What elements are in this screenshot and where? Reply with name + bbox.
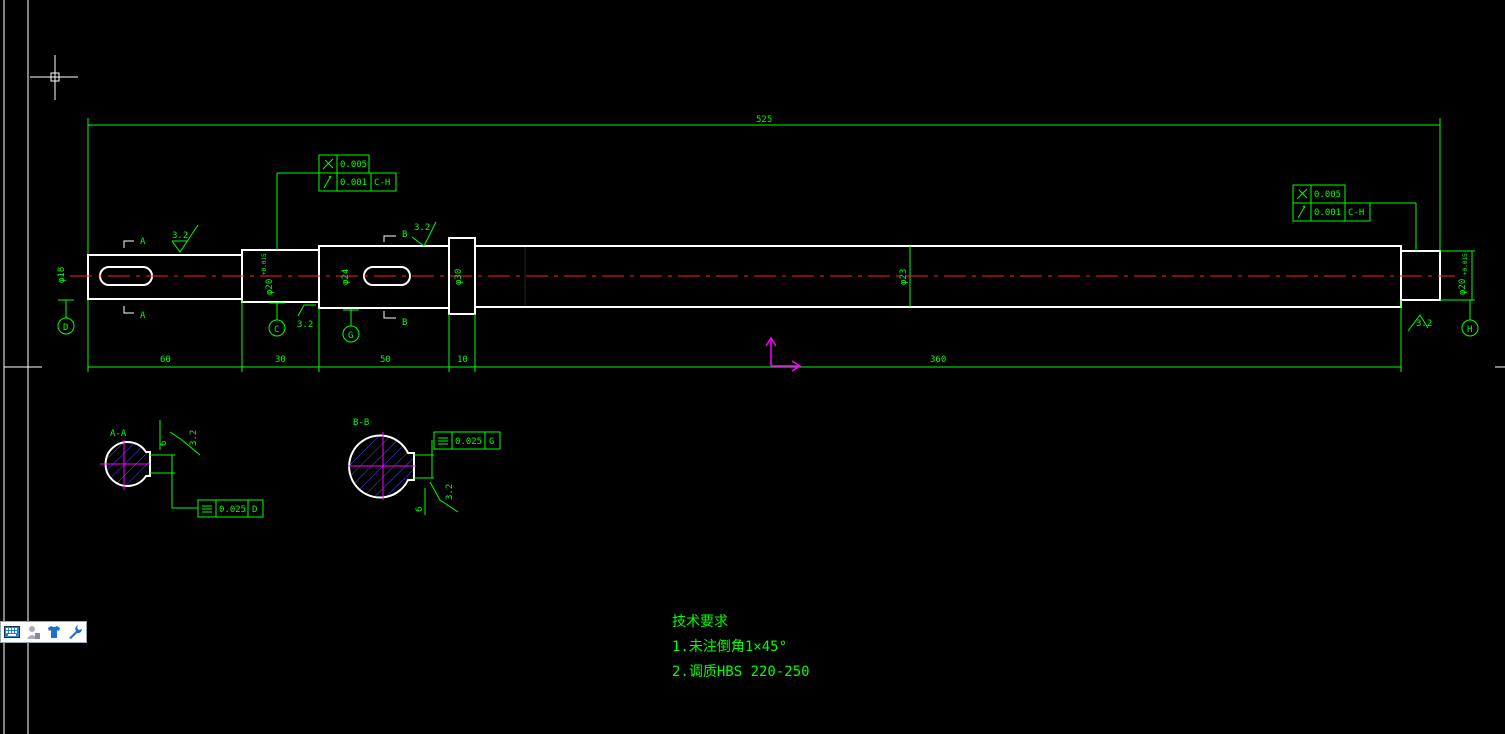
datum-h: H <box>1467 325 1472 335</box>
diameter-d20-right: φ20 <box>1458 279 1468 295</box>
right-end-dimension <box>1440 250 1475 301</box>
segment-dimensions <box>87 300 1402 372</box>
section-aa-title: A-A <box>110 429 127 439</box>
surface-finish-symbol <box>171 221 1429 332</box>
surface-finish-4: 3.2 <box>1416 319 1432 329</box>
shirt-icon[interactable] <box>45 623 63 641</box>
segment-label-5: 360 <box>930 355 946 365</box>
section-aa-datum: D <box>252 505 257 515</box>
cursor-crosshair <box>30 55 78 100</box>
section-aa-tol: 0.025 <box>219 505 246 515</box>
overall-length-label: 525 <box>756 115 772 125</box>
tol-right-row1: 0.005 <box>1314 190 1341 200</box>
tech-req-item-2: 2.调质HBS 220-250 <box>672 664 810 680</box>
section-aa-finish: 3.2 <box>189 430 199 446</box>
diameter-tol-left: +0.015 <box>261 253 268 275</box>
section-mark-a-top: A <box>140 237 146 247</box>
section-bb-title: B-B <box>353 418 369 428</box>
tech-req-title: 技术要求 <box>672 614 728 630</box>
diameter-d30: φ30 <box>454 269 464 285</box>
section-mark-a-bottom: A <box>140 311 146 321</box>
segment-label-3: 50 <box>380 355 391 365</box>
diameter-d20-left: φ20 <box>265 279 275 295</box>
datum-d: D <box>63 323 68 333</box>
diameter-d24: φ24 <box>341 269 351 285</box>
segment-label-2: 30 <box>275 355 286 365</box>
surface-finish-2: 3.2 <box>414 223 430 233</box>
section-aa-dim: 6 <box>159 441 169 446</box>
section-mark-b-bottom: B <box>402 318 407 328</box>
segment-label-1: 60 <box>160 355 171 365</box>
tol-right-ref: C-H <box>1348 208 1364 218</box>
tol-left-row2: 0.001 <box>340 178 367 188</box>
section-bb-datum: G <box>489 437 494 447</box>
tolerance-frame-left <box>276 154 397 250</box>
section-bb-view <box>348 431 501 515</box>
section-bb-finish: 3.2 <box>445 484 455 500</box>
diameter-tol-right: +0.015 <box>1462 253 1469 275</box>
diameter-d23: φ23 <box>899 269 909 285</box>
datum-c: C <box>274 325 279 335</box>
surface-finish-3: 3.2 <box>297 320 313 330</box>
datum-g: G <box>348 331 353 341</box>
segment-label-4: 10 <box>457 355 468 365</box>
wrench-icon[interactable] <box>66 623 84 641</box>
section-bb-tol: 0.025 <box>455 437 482 447</box>
surface-finish-1: 3.2 <box>172 231 188 241</box>
section-mark-b-top: B <box>402 230 407 240</box>
tol-left-ref: C-H <box>374 178 390 188</box>
datum-symbols <box>57 299 1479 343</box>
tol-left-row1: 0.005 <box>340 160 367 170</box>
diameter-d18: φ18 <box>57 267 67 283</box>
section-bb-dim: 6 <box>415 507 425 512</box>
tol-right-row2: 0.001 <box>1314 208 1341 218</box>
section-aa-view <box>100 420 264 518</box>
user-icon[interactable] <box>24 623 42 641</box>
floating-toolbar <box>0 621 87 643</box>
overall-dimension <box>87 118 1441 255</box>
tech-req-item-1: 1.未注倒角1×45° <box>672 639 788 655</box>
technical-requirements: 技术要求 1.未注倒角1×45° 2.调质HBS 220-250 <box>672 610 810 685</box>
tolerance-frame-right <box>1292 184 1417 251</box>
section-marks <box>123 235 396 319</box>
keyboard-icon[interactable] <box>3 623 21 641</box>
ucs-icon <box>765 336 802 372</box>
